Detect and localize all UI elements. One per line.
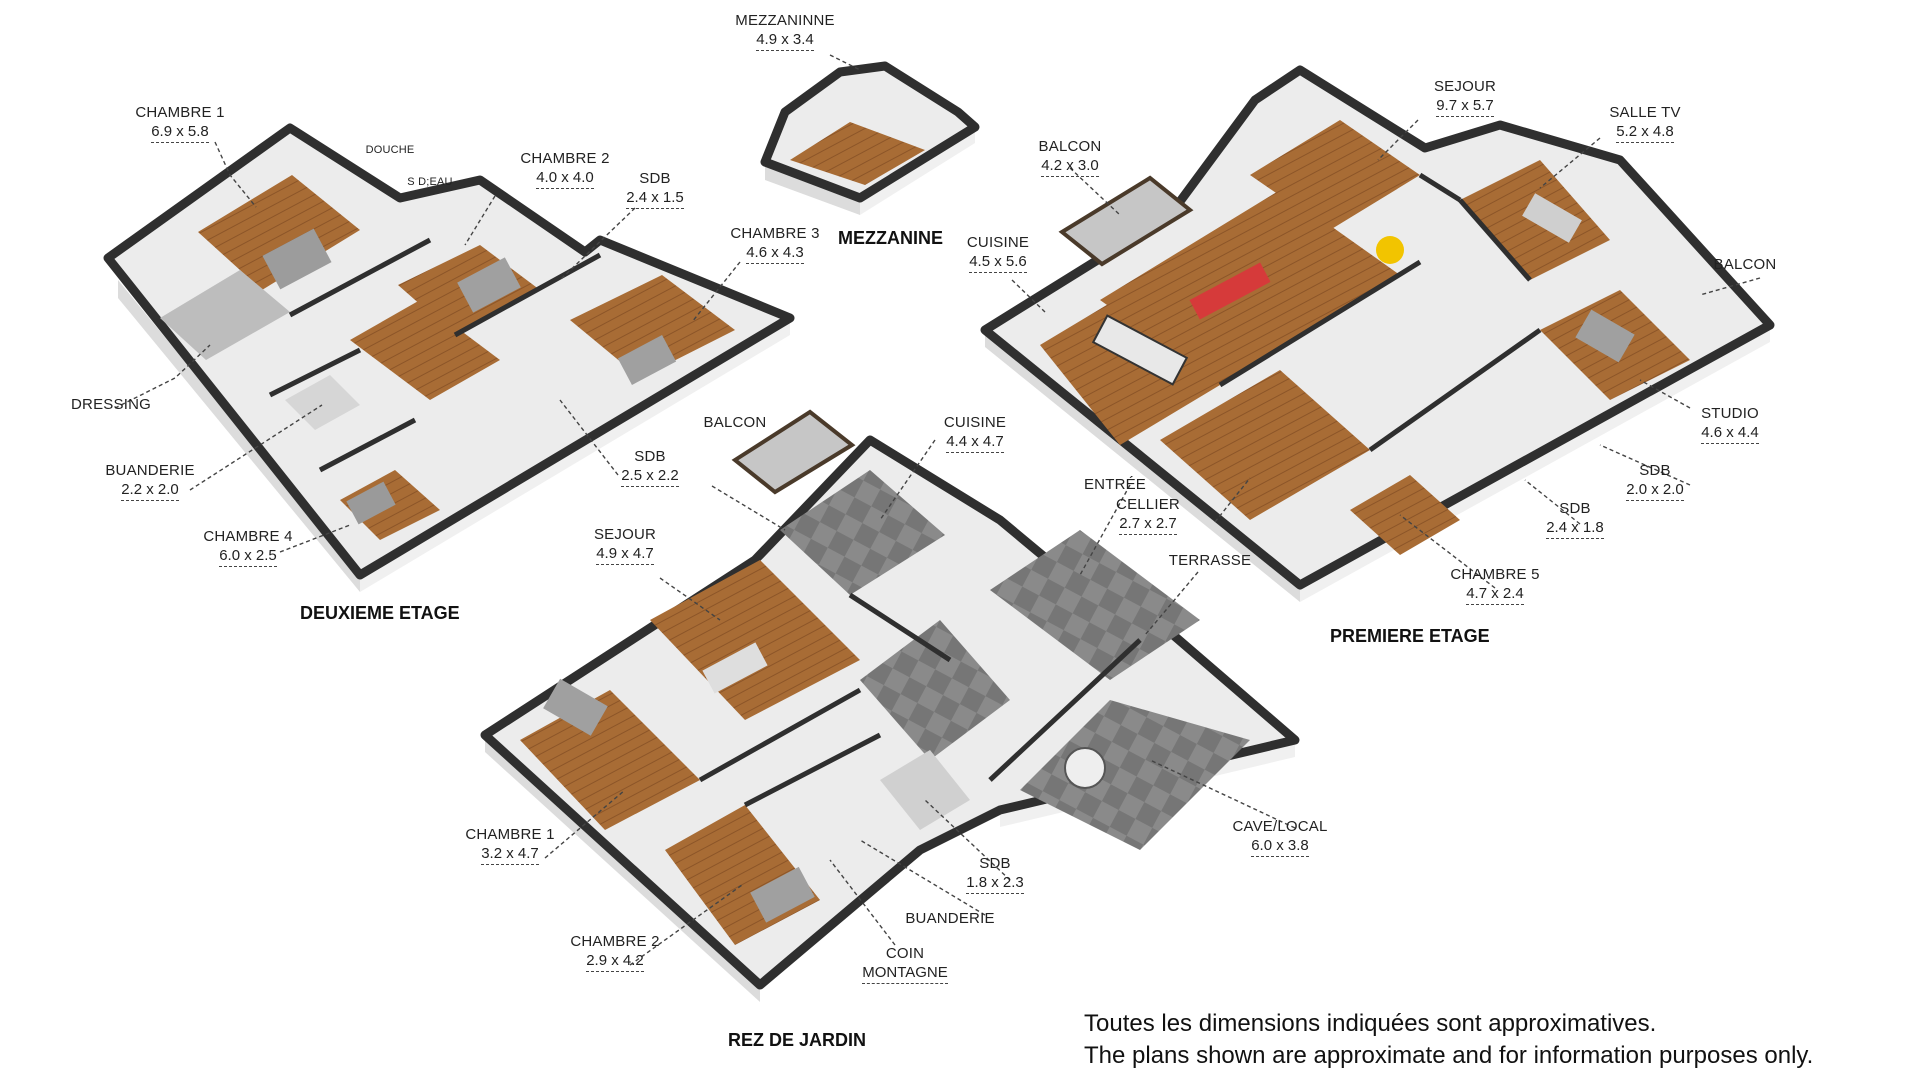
room-label-s-deau: S D;EAU	[407, 176, 453, 188]
room-floor-chambre-1	[520, 690, 700, 830]
bed-icon	[617, 335, 677, 385]
room-floor-cuisine	[780, 470, 945, 595]
room-floor-sejour	[650, 560, 860, 720]
room-floor-chambre-1	[198, 175, 360, 290]
bed-icon	[750, 866, 815, 923]
room-label-balcon-r: BALCON	[703, 414, 767, 431]
room-floor-chambre-3	[570, 275, 735, 378]
leader-lines	[114, 54, 1761, 966]
interior-wall	[988, 638, 1142, 782]
bed-icon	[543, 678, 608, 736]
room-floor-cuisine	[1040, 285, 1220, 445]
pouf-icon	[1376, 236, 1404, 264]
balcony-deck	[1058, 175, 1194, 267]
interior-wall	[268, 347, 362, 398]
bed-icon	[262, 228, 332, 290]
interior-wall	[698, 687, 862, 783]
room-floor-sejour-salon	[1250, 120, 1420, 230]
room-floor-entree	[990, 530, 1200, 680]
bed-icon	[457, 257, 521, 313]
room-floor-corridor	[860, 620, 1010, 760]
bed-icon	[346, 481, 396, 525]
water-heater-icon	[1064, 747, 1106, 789]
interior-wall	[848, 592, 952, 663]
disclaimer-en: The plans shown are approximate and for …	[1084, 1042, 1814, 1069]
floor-title-premiere-etage: PREMIERE ETAGE	[1330, 626, 1490, 646]
interior-wall	[1368, 327, 1542, 453]
room-label-entree: ENTRÉE	[1083, 476, 1147, 493]
room-label-balcon-1-b: BALCON	[1713, 256, 1777, 273]
floor-title-mezzanine: MEZZANINE	[838, 228, 943, 248]
kitchen-island-icon	[1091, 314, 1189, 386]
disclaimer-fr: Toutes les dimensions indiquées sont app…	[1084, 1010, 1657, 1037]
room-floor-sdb	[880, 750, 970, 830]
interior-wall	[318, 417, 417, 473]
dining-table-icon	[1189, 262, 1271, 320]
interior-wall	[1418, 172, 1462, 203]
floor-title-rez-de-jardin: REZ DE JARDIN	[728, 1030, 867, 1050]
sofa-icon	[702, 642, 768, 694]
interior-wall	[453, 252, 602, 338]
floor-rez-de-jardin	[480, 409, 1300, 1002]
room-label-douche: DOUCHE	[365, 144, 415, 156]
bed-icon	[1575, 309, 1635, 363]
floor-mezzanine	[760, 61, 980, 215]
floor-premiere-etage	[980, 65, 1775, 602]
room-floor-hall	[1160, 370, 1370, 520]
disclaimer: Toutes les dimensions indiquées sont app…	[1084, 1008, 1813, 1072]
interior-wall	[1458, 198, 1532, 282]
room-label-buanderie-r: BUANDERIE	[905, 910, 995, 927]
floor-slab-side	[118, 280, 360, 592]
room-floor-cave	[1020, 700, 1250, 850]
floor-deuxieme-etage	[103, 123, 795, 592]
room-floor-chambre-5	[1350, 475, 1460, 555]
interior-wall	[288, 237, 432, 318]
room-floor-hall	[350, 300, 500, 400]
interior-wall	[743, 732, 882, 808]
balcony-deck	[731, 409, 856, 495]
floor-title-deuxieme-etage: DEUXIEME ETAGE	[300, 603, 460, 623]
room-label-dressing: DRESSING	[71, 396, 151, 413]
room-floor-mezzanine	[790, 122, 925, 185]
interior-wall	[1218, 259, 1422, 388]
room-floor-dressing	[160, 270, 290, 360]
sofa-icon	[1522, 193, 1582, 243]
room-label-terrasse: TERRASSE	[1168, 552, 1252, 569]
